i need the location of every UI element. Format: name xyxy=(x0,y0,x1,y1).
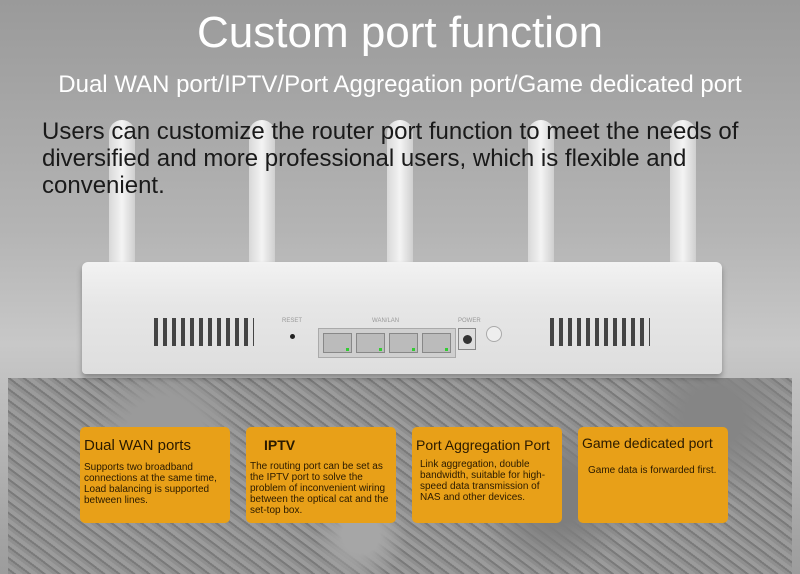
power-label: POWER xyxy=(458,318,481,324)
ports-label: WAN/LAN xyxy=(372,318,400,324)
subtitle: Dual WAN port/IPTV/Port Aggregation port… xyxy=(58,71,742,98)
ethernet-port xyxy=(389,333,418,353)
vent xyxy=(550,318,650,346)
ethernet-port xyxy=(356,333,385,353)
page-title: Custom port function xyxy=(197,8,603,57)
card-dual-wan: Dual WAN ports Supports two broadband co… xyxy=(80,427,230,523)
ethernet-port xyxy=(323,333,352,353)
card-game-port: Game dedicated port Game data is forward… xyxy=(578,427,728,523)
card-title: Game dedicated port xyxy=(582,435,713,451)
power-button xyxy=(486,326,502,342)
power-jack xyxy=(458,328,476,350)
ethernet-ports xyxy=(318,328,456,358)
vent xyxy=(154,318,254,346)
reset-label: RESET xyxy=(282,318,303,324)
card-iptv: IPTV The routing port can be set as the … xyxy=(246,427,396,523)
reset-hole xyxy=(290,334,295,339)
ethernet-port xyxy=(422,333,451,353)
card-text: Supports two broadband connections at th… xyxy=(84,462,217,506)
card-port-aggregation: Port Aggregation Port Link aggregation, … xyxy=(412,427,562,523)
card-title: IPTV xyxy=(264,437,296,453)
card-title: Dual WAN ports xyxy=(84,437,191,454)
card-text: Link aggregation, double bandwidth, suit… xyxy=(420,459,546,503)
card-title: Port Aggregation Port xyxy=(416,437,550,453)
description: Users can customize the router port func… xyxy=(42,118,739,199)
card-text: Game data is forwarded first. xyxy=(588,465,717,476)
card-text: The routing port can be set as the IPTV … xyxy=(250,461,389,516)
router-image: RESET WAN/LAN POWER xyxy=(82,262,722,374)
